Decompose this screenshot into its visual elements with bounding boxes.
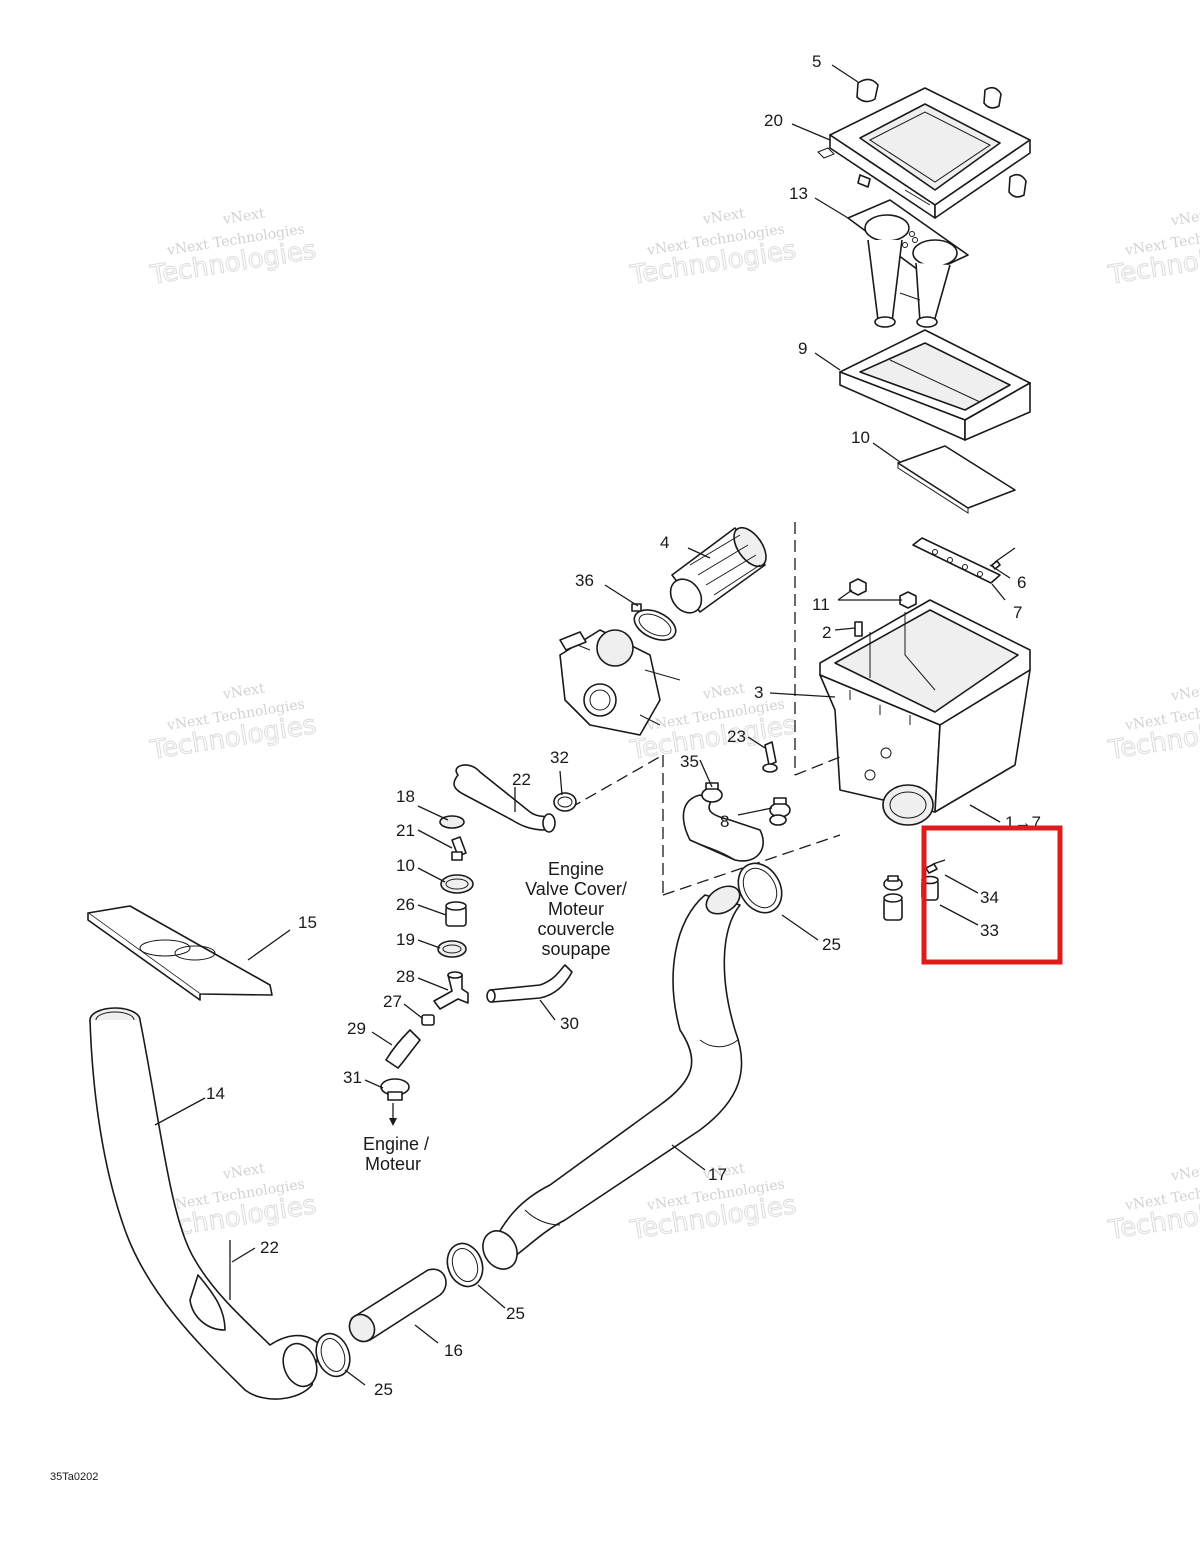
callout-4: 4 xyxy=(660,533,669,552)
callout-14: 14 xyxy=(206,1084,225,1103)
leader-lines xyxy=(154,64,1011,1386)
part-36-clamp xyxy=(631,603,677,641)
callout-15: 15 xyxy=(298,913,317,932)
caption-engine-valve-cover: Engine Valve Cover/ Moteur couvercle sou… xyxy=(525,859,627,959)
part-labels: 5 20 13 9 10 4 36 6 7 11 2 3 23 1→7 32 3… xyxy=(206,52,1041,1399)
part-29-elbow-hose xyxy=(385,1029,421,1069)
caption-line: Moteur xyxy=(548,899,604,919)
part-19-clamp xyxy=(437,940,467,958)
callout-24: 23 xyxy=(727,727,746,746)
part-10-filter-pad xyxy=(897,445,1016,514)
carburetor-assembly xyxy=(559,629,681,736)
caption-line: Valve Cover/ xyxy=(525,879,627,899)
watermark-layer: vNext vNext Technologies Technologies vN… xyxy=(147,205,1200,1246)
part-4-intake-boot xyxy=(669,526,767,614)
callout-31: 31 xyxy=(343,1068,362,1087)
callout-29: 29 xyxy=(347,1019,366,1038)
callout-35: 35 xyxy=(680,752,699,771)
callout-10: 10 xyxy=(851,428,870,447)
callout-18: 18 xyxy=(396,787,415,806)
watermark-vnext: vNext xyxy=(1169,682,1200,705)
callout-2: 2 xyxy=(822,623,831,642)
part-25-clamp xyxy=(446,1242,484,1288)
callout-17: 17 xyxy=(708,1165,727,1184)
callout-7: 7 xyxy=(1013,603,1022,622)
part-14-air-tube xyxy=(89,1007,321,1400)
part-16-tube xyxy=(348,1268,447,1343)
part-15-shield-plate xyxy=(87,905,273,1001)
callout-3: 3 xyxy=(754,683,763,702)
part-31-clamp xyxy=(380,1078,410,1126)
part-7-bracket xyxy=(912,537,1016,584)
callout-13: 13 xyxy=(789,184,808,203)
callout-23: 22 xyxy=(260,1238,279,1257)
part-20-airbox-lid xyxy=(817,87,1031,219)
callout-34: 34 xyxy=(980,888,999,907)
part-26-tube xyxy=(445,901,467,927)
watermark-vnext: vNext xyxy=(701,205,746,228)
caption-line: Engine xyxy=(548,859,604,879)
caption-line: Moteur xyxy=(365,1154,421,1174)
reference-code: 35Ta0202 xyxy=(50,1471,98,1483)
callout-20: 20 xyxy=(764,111,783,130)
watermark-vnext: vNext xyxy=(221,1160,266,1183)
part-13-intake-plate xyxy=(847,199,969,328)
callout-22: 22 xyxy=(512,770,531,789)
callout-28: 28 xyxy=(396,967,415,986)
callout-25: 25 xyxy=(506,1304,525,1323)
callout-16: 16 xyxy=(444,1341,463,1360)
watermark-vnext: vNext xyxy=(701,680,746,703)
callout-36: 36 xyxy=(575,571,594,590)
part-12-nut xyxy=(849,578,917,609)
caption-line: soupape xyxy=(541,939,610,959)
callout-11: 10 xyxy=(396,856,415,875)
part-27-connector xyxy=(421,1014,435,1026)
part-24-screw xyxy=(762,741,778,773)
part-22-hose xyxy=(453,764,556,833)
callout-25: 25 xyxy=(374,1380,393,1399)
part-34-clip xyxy=(883,859,946,891)
callout-26: 26 xyxy=(396,895,415,914)
part-25-clamp xyxy=(737,862,783,914)
watermark-vnext: vNext xyxy=(221,680,266,703)
callout-30: 30 xyxy=(560,1014,579,1033)
part-25-clamp xyxy=(315,1332,351,1378)
callout-6: 6 xyxy=(1017,573,1026,592)
part-30-hose xyxy=(486,964,573,1003)
caption-line: Engine / xyxy=(363,1134,429,1154)
part-21-fitting xyxy=(451,836,467,861)
caption-engine: Engine / Moteur xyxy=(363,1134,429,1174)
part-3-airbox xyxy=(819,599,1031,826)
watermark-vnext: vNext xyxy=(1169,207,1200,230)
part-32-clamp xyxy=(553,792,577,812)
watermark-vnext: vNext xyxy=(1169,1162,1200,1185)
callout-12: 11 xyxy=(812,595,830,614)
caption-line: couvercle xyxy=(537,919,614,939)
part-28-tee-fitting xyxy=(433,971,469,1010)
callout-33: 33 xyxy=(980,921,999,940)
callout-8: 8 xyxy=(720,812,729,831)
callout-25: 25 xyxy=(822,935,841,954)
part-11-clamp xyxy=(440,874,474,894)
callout-5: 5 xyxy=(812,52,821,71)
part-8-hose xyxy=(682,794,764,862)
callout-21: 21 xyxy=(396,821,415,840)
part-5-clip xyxy=(856,78,1027,198)
watermark-vnext: vNext xyxy=(221,205,266,228)
callout-19: 19 xyxy=(396,930,415,949)
callout-9: 9 xyxy=(798,339,807,358)
part-17-hose xyxy=(482,885,743,1270)
part-9-filter-frame xyxy=(839,329,1031,441)
highlight-box xyxy=(921,825,1063,965)
part-8-clamp xyxy=(769,797,791,826)
callout-27: 27 xyxy=(383,992,402,1011)
part-23-tie-strap xyxy=(189,1240,231,1331)
watermark-vnext: vNext xyxy=(701,1160,746,1183)
callout-32: 32 xyxy=(550,748,569,767)
